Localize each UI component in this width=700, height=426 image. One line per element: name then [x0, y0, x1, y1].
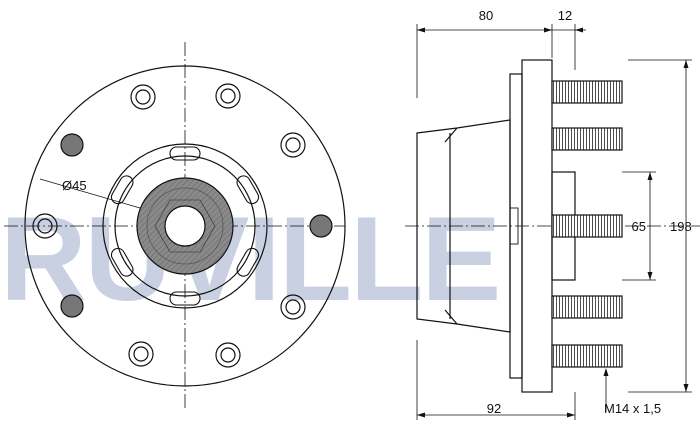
center-bore	[164, 205, 206, 247]
hub-groove	[509, 207, 519, 245]
slot-cutouts	[110, 146, 260, 306]
dimension-arrows	[417, 27, 689, 418]
front-view	[4, 42, 346, 410]
dim-label-65: 65	[632, 219, 646, 234]
pilot-inner-circle	[114, 155, 256, 297]
outer-flange-circle	[24, 65, 346, 387]
pilot-outer-circle	[102, 143, 268, 309]
hub-chamfer-bottom	[444, 309, 458, 325]
bolt-holes	[32, 83, 306, 368]
brand-logo-watermark: RUVILLE	[0, 192, 499, 326]
dim-label-92: 92	[487, 401, 501, 416]
filled-holes	[60, 133, 333, 318]
bearing-inner-ring	[146, 187, 224, 265]
bore-diameter-label: Ø45	[62, 178, 87, 193]
dimension-lines	[416, 24, 692, 420]
hub-hex-outline	[154, 199, 216, 253]
side-view	[405, 59, 700, 393]
hub-chamfer-top	[444, 127, 458, 143]
wheel-studs	[551, 80, 623, 368]
dim-label-12: 12	[558, 8, 572, 23]
bore-leader-line	[39, 178, 141, 209]
thread-size-label: M14 x 1,5	[604, 401, 661, 416]
dim-label-198: 198	[670, 219, 692, 234]
dim-label-80: 80	[479, 8, 493, 23]
